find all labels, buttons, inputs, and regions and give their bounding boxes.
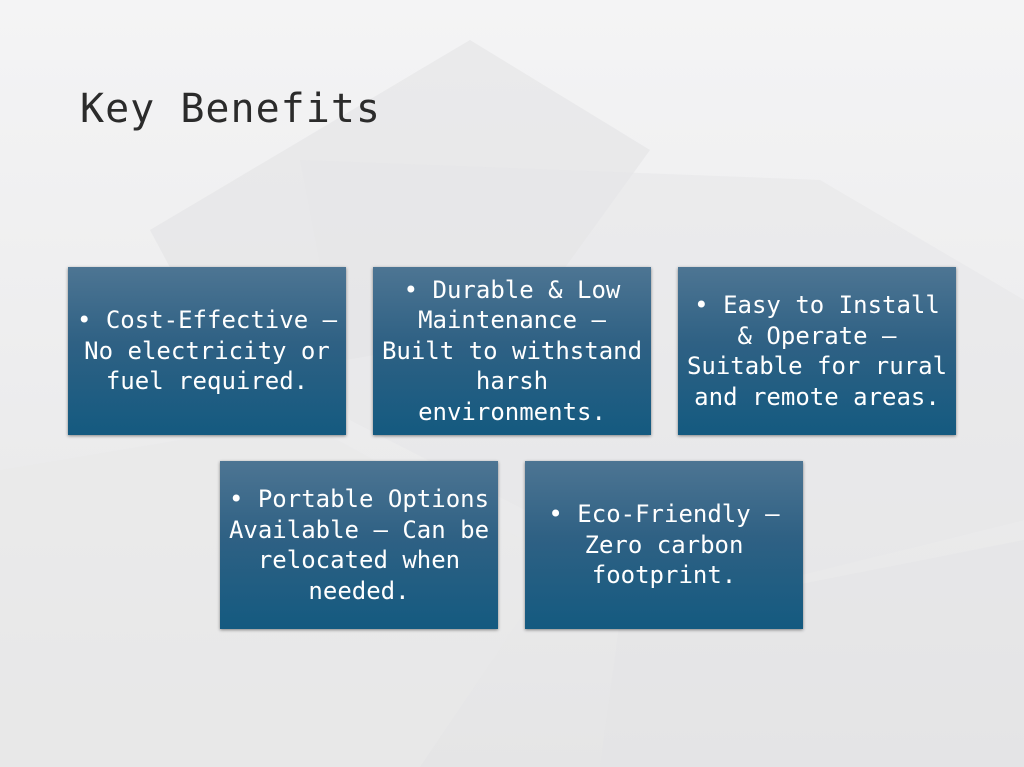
benefit-box-cost-effective: • Cost-Effective – No electricity or fue…	[68, 267, 346, 435]
benefit-text: • Durable & Low Maintenance – Built to w…	[381, 275, 643, 426]
benefit-text: • Eco-Friendly – Zero carbon footprint.	[548, 500, 780, 590]
benefit-box-easy-install: • Easy to Install & Operate – Suitable f…	[678, 267, 956, 435]
benefit-text: • Easy to Install & Operate – Suitable f…	[686, 291, 948, 411]
benefit-text: • Cost-Effective – No electricity or fue…	[76, 306, 338, 396]
benefit-box-eco-friendly: • Eco-Friendly – Zero carbon footprint.	[525, 461, 803, 629]
benefit-text: • Portable Options Available – Can be re…	[228, 485, 490, 605]
benefit-box-portable: • Portable Options Available – Can be re…	[220, 461, 498, 629]
benefit-box-durable: • Durable & Low Maintenance – Built to w…	[373, 267, 651, 435]
slide-title: Key Benefits	[80, 86, 381, 132]
